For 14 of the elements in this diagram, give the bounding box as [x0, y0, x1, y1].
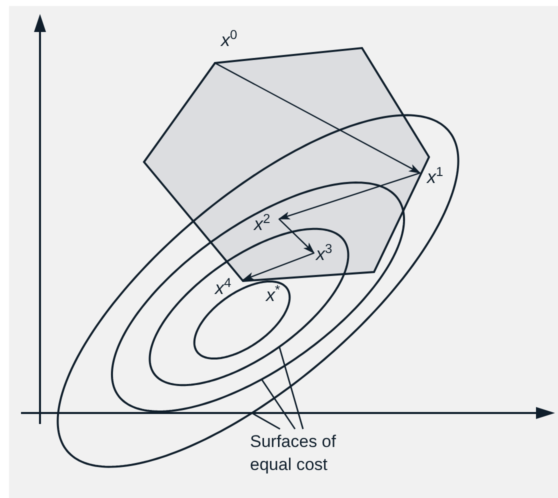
leader-line: [261, 378, 296, 430]
iterate-label: x$^{3}$: [316, 245, 332, 263]
iterate-label: x$^{0}$: [221, 31, 238, 49]
arrow: [242, 252, 314, 281]
arrow: [278, 172, 420, 220]
arrow: [214, 62, 421, 174]
iterate-label: x$^{4}$: [215, 279, 232, 297]
leader-line: [278, 346, 304, 430]
optimum-label: x$^{*}$: [266, 286, 280, 304]
leader-line: [252, 412, 280, 430]
callout-text: Surfaces of equal cost: [250, 430, 362, 476]
iterate-label: x$^{1}$: [427, 168, 444, 186]
arrow: [278, 218, 315, 254]
iterate-label: x$^{2}$: [254, 215, 270, 233]
